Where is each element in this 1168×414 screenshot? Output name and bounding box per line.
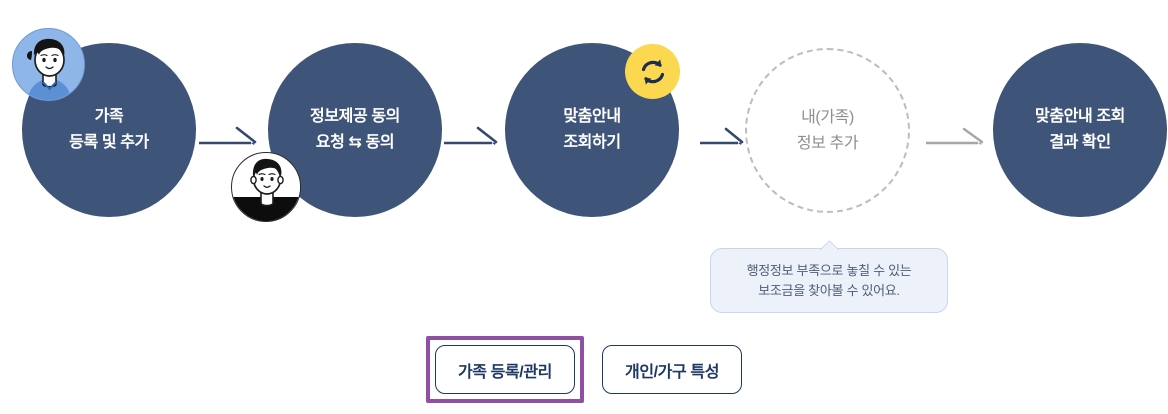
flow-node-label-line-2: 결과 확인 bbox=[1049, 134, 1111, 151]
flow-node-check-guide-result[interactable]: 맞춤안내 조회 결과 확인 bbox=[993, 43, 1167, 217]
person-avatar-blue-icon bbox=[12, 28, 85, 101]
family-manage-button[interactable]: 가족 등록/관리 bbox=[434, 345, 575, 394]
tooltip-callout: 행정정보 부족으로 놓칠 수 있는 보조금을 찾아볼 수 있어요. bbox=[710, 248, 948, 314]
flow-arrow-1-icon bbox=[199, 123, 261, 149]
tooltip-text-line-1: 행정정보 부족으로 놓칠 수 있는 bbox=[746, 263, 912, 278]
flow-node-label-line-1: 맞춤안내 bbox=[563, 108, 621, 126]
flow-node-label-line-1: 가족 bbox=[94, 108, 124, 126]
person-avatar-dark-icon bbox=[231, 152, 301, 222]
family-manage-highlight-box: 가족 등록/관리 bbox=[425, 336, 584, 403]
flow-node-label-line-2: 요청 ⇆ 동의 bbox=[315, 134, 395, 151]
flow-node-label-line-2: 정보 추가 bbox=[796, 134, 859, 152]
flow-node-label-line-1: 정보제공 동의 bbox=[310, 108, 400, 126]
flow-arrow-4-icon bbox=[926, 123, 988, 149]
refresh-icon[interactable] bbox=[625, 44, 680, 99]
button-row: 가족 등록/관리 개인/가구 특성 bbox=[0, 336, 1168, 403]
household-traits-button[interactable]: 개인/가구 특성 bbox=[602, 345, 743, 394]
flow-arrow-2-icon bbox=[444, 123, 502, 149]
flow-node-custom-guide-search[interactable]: 맞춤안내 조회하기 bbox=[505, 43, 679, 217]
flow-node-label-line-2: 등록 및 추가 bbox=[69, 134, 149, 151]
flow-node-label-line-1: 내(가족) bbox=[801, 108, 854, 126]
flow-node-add-my-family-info[interactable]: 내(가족) 정보 추가 bbox=[745, 48, 910, 213]
tooltip-pointer-icon bbox=[819, 240, 839, 250]
tooltip-text-line-2: 보조금을 찾아볼 수 있어요. bbox=[758, 283, 900, 299]
flow-node-label-line-1: 맞춤안내 조회 bbox=[1035, 108, 1125, 126]
household-traits-wrap: 개인/가구 특성 bbox=[602, 345, 743, 394]
flow-arrow-3-icon bbox=[700, 123, 748, 149]
flow-node-label-line-2: 조회하기 bbox=[563, 134, 621, 151]
